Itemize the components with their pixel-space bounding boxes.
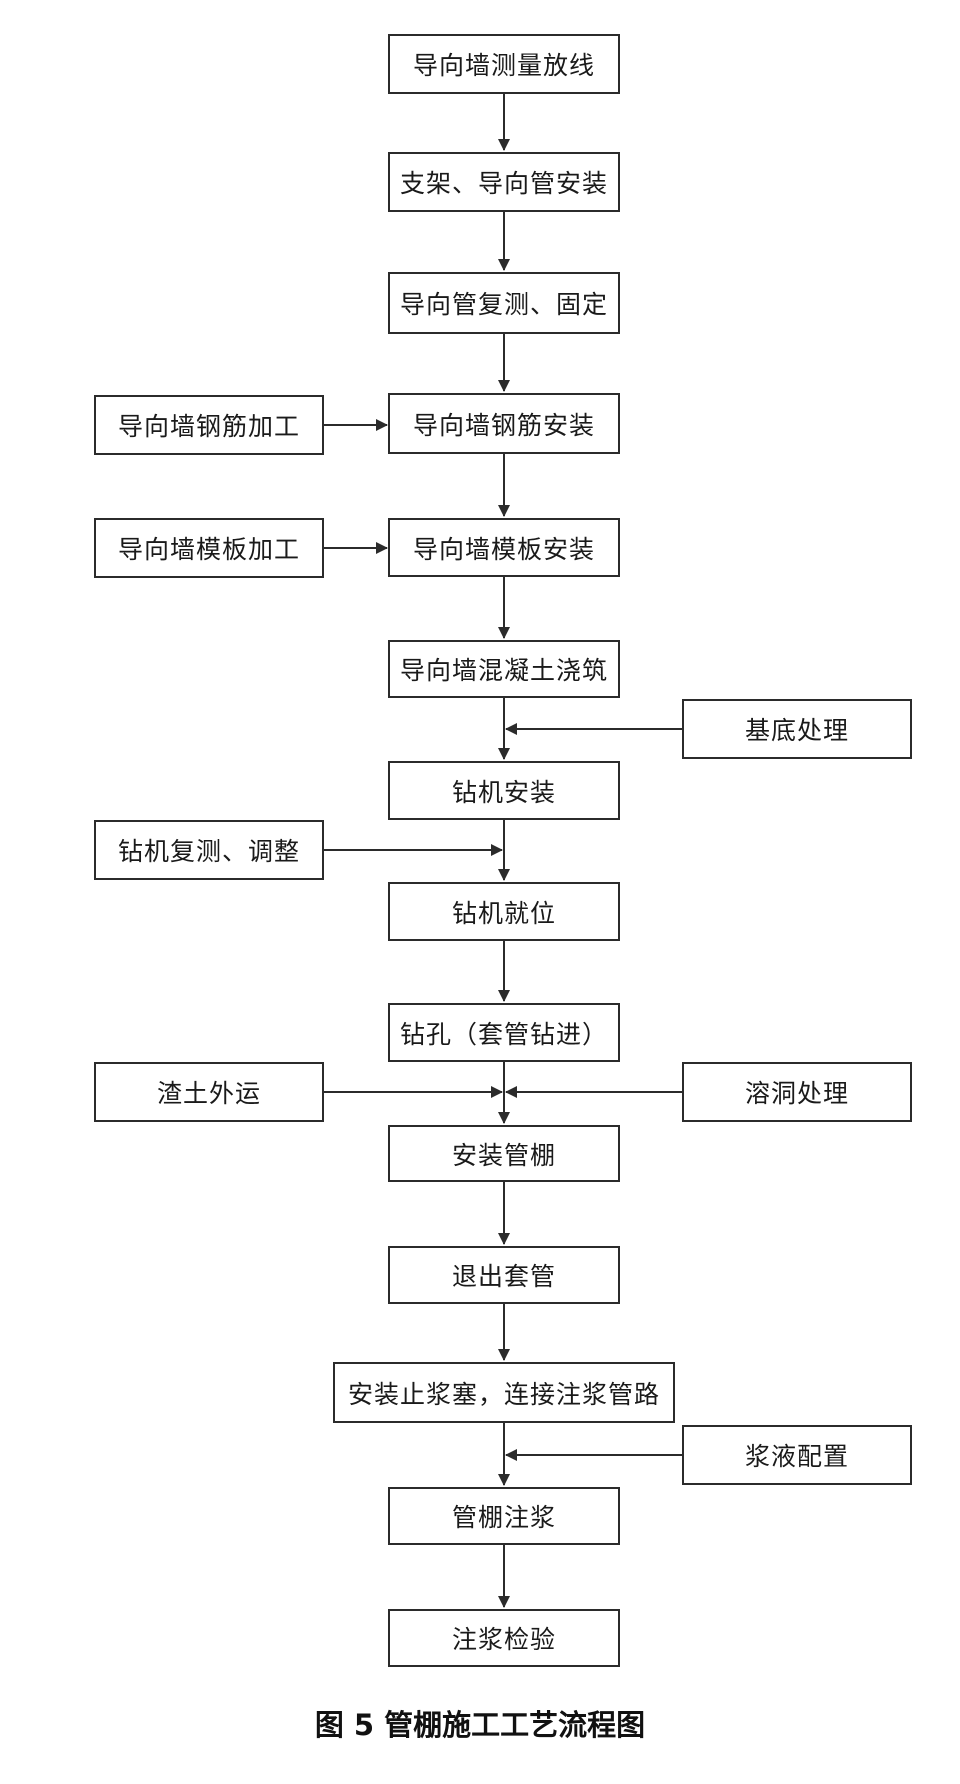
step-pipe-roof-grouting: 管棚注浆 bbox=[388, 1487, 620, 1545]
step-guide-wall-rebar-install: 导向墙钢筋安装 bbox=[388, 393, 620, 454]
step-drilling-casing: 钻孔（套管钻进） bbox=[388, 1003, 620, 1062]
side-spoil-transport: 渣土外运 bbox=[94, 1062, 324, 1122]
step-grouting-inspection: 注浆检验 bbox=[388, 1609, 620, 1667]
side-rig-recheck: 钻机复测、调整 bbox=[94, 820, 324, 880]
figure-caption: 图 5 管棚施工工艺流程图 bbox=[314, 1708, 646, 1742]
side-base-treatment: 基底处理 bbox=[682, 699, 912, 759]
step-install-grout-stopper: 安装止浆塞，连接注浆管路 bbox=[333, 1362, 675, 1423]
side-rebar-processing: 导向墙钢筋加工 bbox=[94, 395, 324, 455]
step-install-pipe-roof: 安装管棚 bbox=[388, 1125, 620, 1182]
step-withdraw-casing: 退出套管 bbox=[388, 1246, 620, 1304]
step-rig-install: 钻机安装 bbox=[388, 761, 620, 820]
side-slurry-preparation: 浆液配置 bbox=[682, 1425, 912, 1485]
step-guide-wall-formwork-install: 导向墙模板安装 bbox=[388, 518, 620, 577]
step-rig-positioning: 钻机就位 bbox=[388, 882, 620, 941]
side-cave-treatment: 溶洞处理 bbox=[682, 1062, 912, 1122]
step-guide-wall-survey: 导向墙测量放线 bbox=[388, 34, 620, 94]
side-formwork-processing: 导向墙模板加工 bbox=[94, 518, 324, 578]
step-guide-wall-concrete-pour: 导向墙混凝土浇筑 bbox=[388, 640, 620, 698]
step-guide-pipe-recheck-fix: 导向管复测、固定 bbox=[388, 272, 620, 334]
step-support-guide-pipe-install: 支架、导向管安装 bbox=[388, 152, 620, 212]
